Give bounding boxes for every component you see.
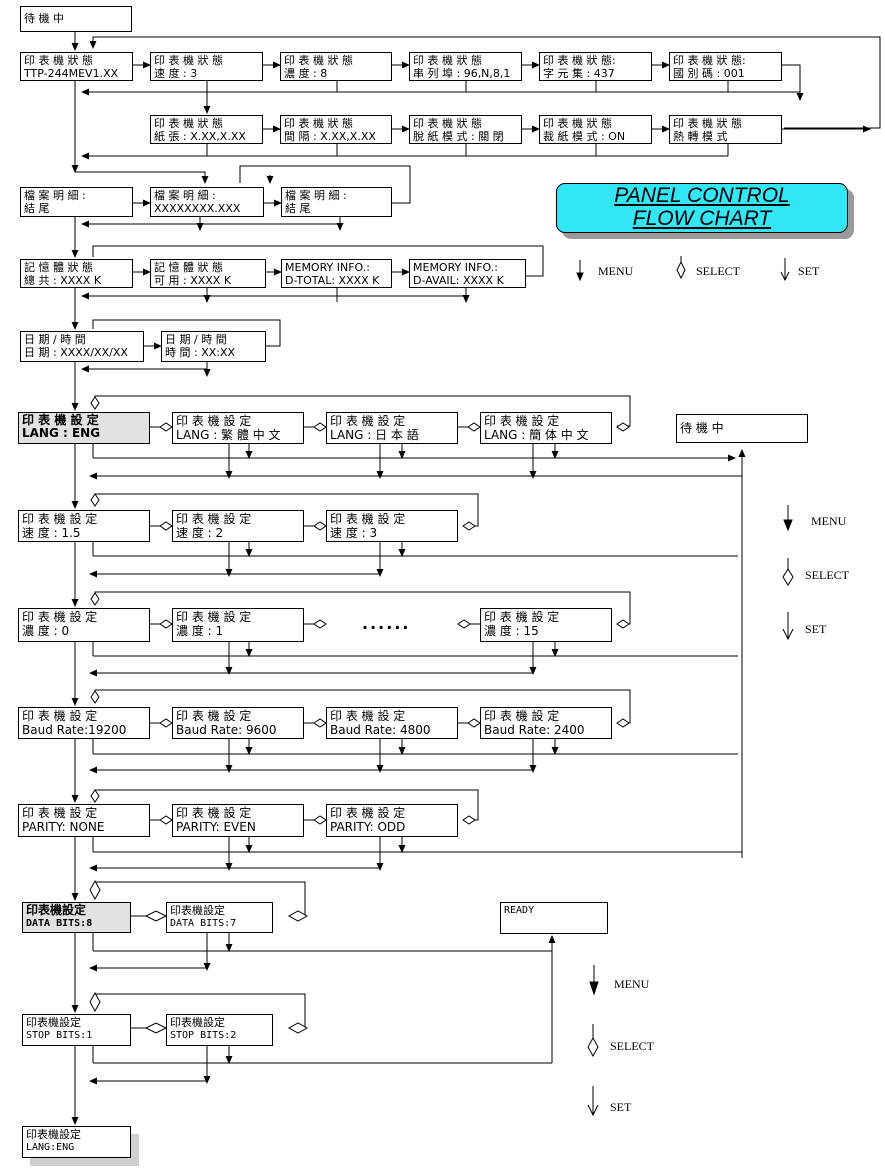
- speed-1-5-box: 印 表 機 設 定速 度 : 1.5: [18, 510, 150, 542]
- status-speed-box: 印 表 機 狀 態速 度 : 3: [150, 52, 263, 81]
- title-line-2: FLOW CHART: [632, 207, 772, 230]
- legend-select-label-3: SELECT: [610, 1039, 654, 1053]
- legend-menu-label-3: MENU: [614, 977, 650, 991]
- title-line-1: PANEL CONTROL: [614, 184, 790, 207]
- status-thermal-box: 印 表 機 狀 態熱 轉 模 式: [669, 115, 782, 144]
- status-paper-box: 印 表 機 狀 態紙 張 : X.XX,X.XX: [150, 115, 263, 144]
- legend-menu-label: MENU: [598, 264, 634, 278]
- status-darkness-box: 印 表 機 狀 態濃 度 : 8: [280, 52, 392, 81]
- darkness-15-box: 印 表 機 設 定濃 度 : 15: [480, 608, 612, 642]
- memory-info-total-box: MEMORY INFO.:D-TOTAL: XXXX K: [281, 259, 392, 288]
- legend-set-label-3: SET: [610, 1100, 632, 1114]
- status-charset-box: 印 表 機 狀 態:字 元 集 : 437: [539, 52, 652, 81]
- status-gap-box: 印 表 機 狀 態間 隔 : X.XX,X.XX: [280, 115, 392, 144]
- flow-chart-title: PANEL CONTROL FLOW CHART: [556, 183, 848, 233]
- darkness-1-box: 印 表 機 設 定濃 度 : 1: [172, 608, 304, 642]
- speed-3-box: 印 表 機 設 定速 度 : 3: [326, 510, 458, 542]
- file-end-box-1: 檔 案 明 細 :結 尾: [20, 187, 133, 217]
- legend-set-label-2: SET: [805, 622, 827, 636]
- ready-box: READY: [500, 902, 608, 934]
- speed-2-box: 印 表 機 設 定速 度 : 2: [172, 510, 304, 542]
- legend-select-label: SELECT: [696, 264, 740, 278]
- standby-box-top: 待 機 中: [20, 6, 132, 32]
- memory-info-avail-box: MEMORY INFO.:D-AVAIL: XXXX K: [409, 259, 526, 288]
- standby-box-right: 待 機 中: [676, 414, 808, 443]
- status-peel-box: 印 表 機 狀 態脫 紙 模 式 : 關 閉: [409, 115, 522, 144]
- status-country-box: 印 表 機 狀 態:國 別 碼 : 001: [669, 52, 782, 81]
- legend-menu-label-2: MENU: [811, 514, 847, 528]
- status-serial-box: 印 表 機 狀 態串 列 埠 : 96,N,8,1: [409, 52, 522, 81]
- file-end-box-2: 檔 案 明 細 :結 尾: [281, 187, 392, 217]
- legend-set-label: SET: [798, 264, 820, 278]
- time-box: 日 期 / 時 間時 間 : XX:XX: [161, 331, 266, 362]
- legend-select-label-2: SELECT: [805, 568, 849, 582]
- date-box: 日 期 / 時 間日 期 : XXXX/XX/XX: [20, 331, 144, 362]
- status-cutter-box: 印 表 機 狀 態裁 紙 模 式 : ON: [539, 115, 652, 144]
- ellipsis: ......: [362, 614, 411, 633]
- darkness-0-box: 印 表 機 設 定濃 度 : 0: [18, 608, 150, 642]
- memory-total-box: 記 憶 體 狀 態總 共 : XXXX K: [20, 259, 133, 288]
- file-name-box: 檔 案 明 細 :XXXXXXXX.XXX: [150, 187, 264, 217]
- memory-avail-box: 記 憶 體 狀 態可 用 : XXXX K: [150, 259, 266, 288]
